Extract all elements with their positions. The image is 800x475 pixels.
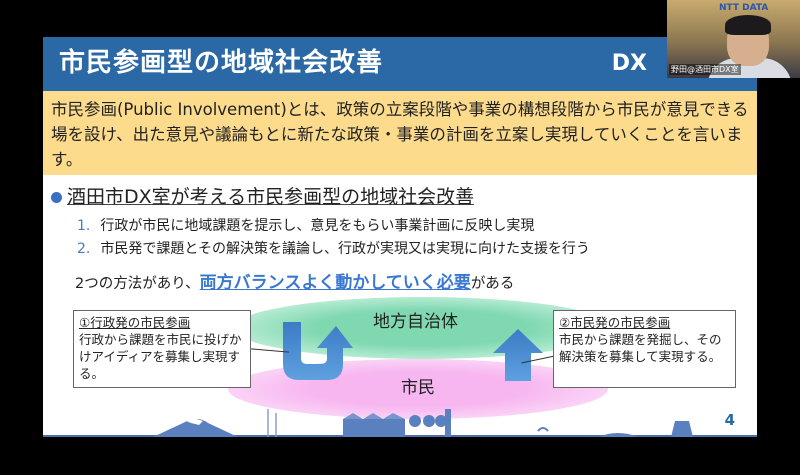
- page-number: 4: [724, 411, 735, 429]
- list-item: 2. 市民発で課題とその解決策を議論し、行政が実現又は実現に向けた支援を行う: [77, 240, 590, 258]
- slide-title: 市民参画型の地域社会改善: [59, 48, 384, 78]
- list-item: 1. 行政が市民に地域課題を提示し、意見をもらい事業計画に反映し実現: [77, 217, 534, 235]
- box-title: ②市民発の市民参画: [559, 315, 671, 330]
- method-box-citizens: ②市民発の市民参画市民から課題を発掘し、その解決策を募集して実現する。: [553, 310, 736, 388]
- citizens-label: 市民: [401, 378, 435, 398]
- item-number: 1.: [77, 218, 91, 234]
- box-body: 市民から課題を発掘し、その解決策を募集して実現する。: [559, 332, 722, 364]
- participant-hair: [725, 15, 771, 35]
- heading-text: 酒田市DX室が考える市民参画型の地域社会改善: [67, 186, 475, 208]
- up-arrow-icon: [493, 329, 543, 381]
- participant-name: 野田@酒田市DX室: [669, 64, 741, 75]
- methods-highlight: 両方バランスよく動かしていく必要: [199, 273, 471, 293]
- item-text: 行政が市民に地域課題を提示し、意見をもらい事業計画に反映し実現: [100, 218, 535, 234]
- webcam-video-tile: NTT DATA 野田@酒田市DX室: [667, 0, 800, 78]
- box-body: 行政から課題を市民に投げかけアイディアを募集し実現する。: [79, 332, 242, 381]
- box-title: ①行政発の市民参画: [79, 315, 191, 330]
- methods-post: がある: [470, 276, 515, 292]
- presentation-slide: 市民参画型の地域社会改善 DX 市民参画(Public Involvement)…: [43, 37, 757, 437]
- method-box-government: ①行政発の市民参画行政から課題を市民に投げかけアイディアを募集し実現する。: [73, 310, 251, 388]
- participant-body: [707, 58, 792, 78]
- title-bar: 市民参画型の地域社会改善 DX: [43, 37, 757, 91]
- u-turn-arrow-icon: [283, 322, 353, 380]
- section-heading: 酒田市DX室が考える市民参画型の地域社会改善: [51, 185, 474, 209]
- intro-text: 市民参画(Public Involvement)とは、政策の立案段階や事業の構想…: [43, 91, 757, 175]
- government-label: 地方自治体: [373, 312, 458, 332]
- methods-pre: 2つの方法があり、: [75, 276, 200, 292]
- background-logo: NTT DATA: [719, 3, 769, 13]
- dx-logo: DX: [611, 51, 647, 76]
- item-number: 2.: [77, 241, 91, 257]
- city-skyline-illustration: [43, 409, 757, 437]
- item-text: 市民発で課題とその解決策を議論し、行政が実現又は実現に向けた支援を行う: [100, 241, 590, 257]
- methods-text: 2つの方法があり、両方バランスよく動かしていく必要がある: [75, 271, 514, 296]
- bullet-icon: [51, 191, 62, 203]
